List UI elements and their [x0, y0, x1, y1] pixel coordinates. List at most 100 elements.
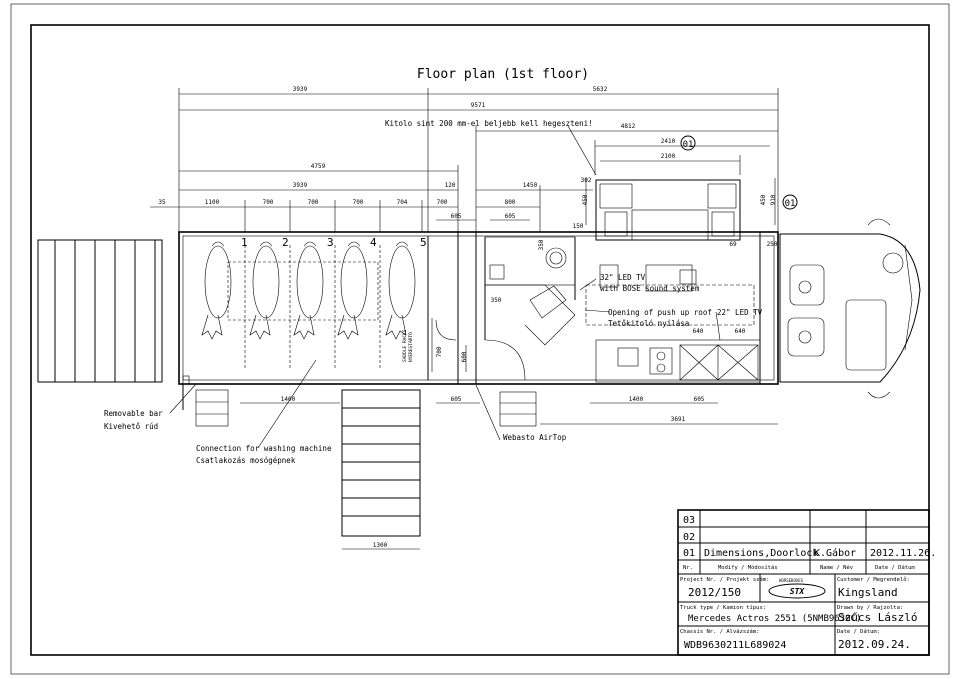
- rev-nr-3: 03: [683, 515, 695, 526]
- svg-text:SADDLE RACKS: SADDLE RACKS: [402, 329, 408, 362]
- horse-1: [201, 241, 232, 340]
- push-up-roof-hu-label: Tetőkitoló nyílása: [608, 319, 689, 328]
- dim-1400a: 1400: [281, 396, 296, 403]
- stall-number-1: 1: [241, 236, 248, 249]
- saddle-racks: SADDLE RACKS NYEREGTARTÓ: [402, 329, 414, 362]
- drawn-value: Szűcs László: [838, 611, 917, 624]
- dim-3939-row: 3939: [293, 182, 308, 189]
- body-walls: [178, 231, 779, 385]
- dim-250: 250: [767, 241, 778, 248]
- dim-704: 704: [397, 199, 408, 206]
- section-marker-right: 01: [782, 194, 798, 210]
- callout-texts: Kitolo sint 200 mm-el beljebb kell heges…: [104, 119, 763, 465]
- truck-cab: [779, 218, 921, 399]
- dim-35: 35: [158, 199, 166, 206]
- horse-2: [249, 241, 280, 340]
- push-up-roof-label: Opening of push up roof: [608, 308, 712, 317]
- dim-150: 150: [573, 223, 584, 230]
- dim-605c: 605: [451, 396, 462, 403]
- dim-600: 600: [461, 351, 468, 362]
- dim-700b: 700: [308, 199, 319, 206]
- rear-ramp: [37, 239, 163, 383]
- washing-machine-hu-label: Csatlakozás mosógépnek: [196, 456, 296, 465]
- dimension-texts: 3939 5632 9571 4759 3939 120 1450 4812 2…: [158, 86, 777, 549]
- dim-69: 69: [729, 241, 737, 248]
- tv32-label: 32" LED TV: [600, 273, 646, 282]
- chassis-label: Chassis Nr. / Alvázszám:: [680, 628, 759, 635]
- dim-5632: 5632: [593, 86, 608, 93]
- svg-text:01: 01: [785, 199, 796, 209]
- rev-modify-1: Dimensions,Doorlock: [704, 548, 818, 559]
- dim-1450: 1450: [523, 182, 538, 189]
- tv22-label: 22" LED TV: [717, 308, 763, 317]
- date-value: 2012.09.24.: [838, 638, 911, 651]
- inner-frame: [30, 24, 930, 656]
- customer-value: Kingsland: [838, 586, 898, 599]
- dimension-lines: [150, 88, 779, 550]
- company-logo: HORSEBOXES STX: [768, 578, 826, 599]
- horse-5: [385, 241, 416, 340]
- svg-text:STX: STX: [790, 587, 806, 596]
- rev-nr-1: 01: [683, 548, 695, 559]
- svg-text:01: 01: [683, 140, 694, 150]
- dim-3939-top: 3939: [293, 86, 308, 93]
- dim-1300: 1300: [373, 542, 388, 549]
- dim-4759: 4759: [311, 163, 326, 170]
- dim-605a: 605: [451, 213, 462, 220]
- dim-605d: 605: [694, 396, 705, 403]
- stall-numbers: 1 2 3 4 5: [241, 236, 427, 249]
- dim-302: 302: [581, 177, 592, 184]
- header-nr: Nr.: [683, 565, 693, 571]
- kitolo-note: Kitolo sint 200 mm-el beljebb kell heges…: [385, 119, 593, 128]
- removable-bar-hu-label: Kivehető rúd: [104, 422, 158, 431]
- dim-910: 910: [770, 194, 777, 205]
- dim-800: 800: [505, 199, 516, 206]
- project-value: 2012/150: [688, 586, 741, 599]
- dim-9571: 9571: [471, 102, 486, 109]
- horse-4: [337, 241, 368, 340]
- section-marker-top: 01: [680, 135, 696, 151]
- side-ramp: [341, 389, 421, 537]
- dim-2410: 2410: [661, 138, 676, 145]
- dim-700c: 700: [353, 199, 364, 206]
- dim-4812: 4812: [621, 123, 636, 130]
- dim-700d: 700: [437, 199, 448, 206]
- rev-date-1: 2012.11.26.: [870, 548, 936, 559]
- dim-700a: 700: [263, 199, 274, 206]
- drawn-label: Drawn by / Rajzolta:: [837, 605, 903, 611]
- svg-text:HORSEBOXES: HORSEBOXES: [779, 578, 804, 583]
- dim-2100: 2100: [661, 153, 676, 160]
- dim-1400b: 1400: [629, 396, 644, 403]
- dim-350a: 350: [538, 239, 545, 250]
- stall-number-2: 2: [282, 236, 289, 249]
- header-modify: Modify / Módosítás: [718, 564, 778, 571]
- project-label: Project Nr. / Projekt szám:: [680, 576, 769, 583]
- rev-nr-2: 02: [683, 532, 695, 543]
- living-area: [435, 179, 761, 384]
- dim-3691: 3691: [671, 416, 686, 423]
- horse-stalls: [201, 241, 416, 340]
- callout-leaders: [169, 125, 721, 449]
- svg-text:NYEREGTARTÓ: NYEREGTARTÓ: [407, 332, 414, 362]
- outer-frame: [10, 3, 950, 675]
- rev-name-1: K.Gábor: [814, 547, 856, 559]
- drawing-title: Floor plan (1st floor): [417, 67, 589, 82]
- customer-label: Customer / Megrendelő:: [837, 577, 910, 583]
- inner-walls: [182, 232, 775, 427]
- webasto-label: Webasto AirTop: [503, 433, 567, 442]
- dim-640a: 640: [693, 328, 704, 335]
- dim-120: 120: [445, 182, 456, 189]
- chassis-value: WDB9630211L689024: [684, 640, 786, 651]
- truck-label: Truck type / Kamion típus:: [680, 604, 766, 611]
- dim-450a: 450: [582, 194, 589, 205]
- removable-bar-label: Removable bar: [104, 409, 163, 418]
- dim-350b: 350: [491, 297, 502, 304]
- stall-number-3: 3: [327, 236, 334, 249]
- bose-label: with BOSE sound system: [600, 284, 700, 293]
- header-date: Date / Dátum: [875, 564, 915, 571]
- horse-3: [293, 241, 324, 340]
- header-name: Name / Név: [820, 564, 854, 571]
- dim-450b: 450: [760, 194, 767, 205]
- dim-1100: 1100: [205, 199, 220, 206]
